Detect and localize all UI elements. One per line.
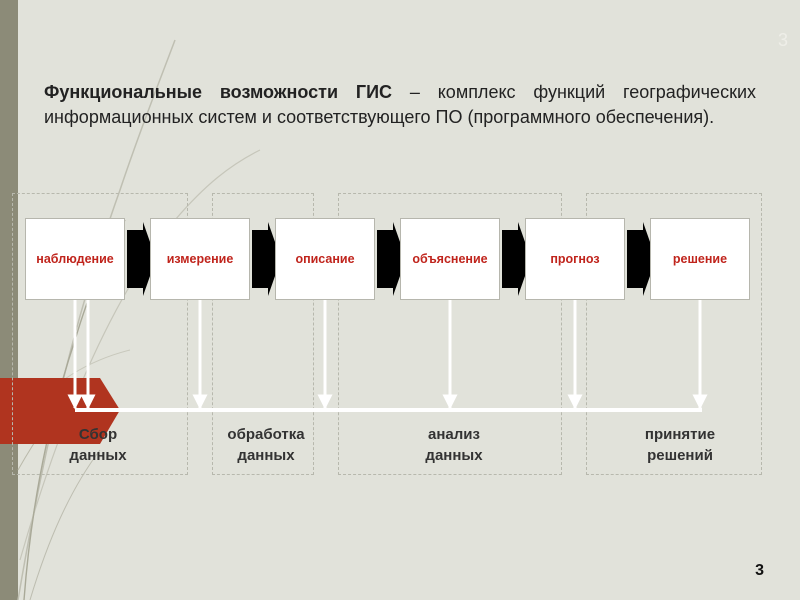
- step-box-1: наблюдение: [25, 218, 125, 300]
- group-label-collect-line1: Сбор: [78, 426, 118, 443]
- group-frame-process: [212, 193, 314, 475]
- step-box-4: объяснение: [400, 218, 500, 300]
- left-accent-bar: [0, 0, 18, 600]
- step-arrow-4: [502, 222, 531, 296]
- step-box-6: решение: [650, 218, 750, 300]
- group-label-process-line1: обработка: [227, 426, 305, 443]
- step-label-3: описание: [295, 252, 355, 266]
- step-arrow-3: [377, 222, 406, 296]
- step-arrow-5: [627, 222, 656, 296]
- step-label-5: прогноз: [550, 252, 600, 266]
- group-label-decide: принятие решений: [610, 424, 750, 466]
- step-arrow-1: [127, 222, 156, 296]
- step-arrow-2: [252, 222, 281, 296]
- group-label-analyze-line1: анализ: [428, 426, 480, 443]
- group-label-process-line2: данных: [237, 447, 295, 464]
- group-label-decide-line1: принятие: [644, 426, 716, 443]
- group-label-collect: Сбор данных: [28, 424, 168, 466]
- group-label-collect-line2: данных: [69, 447, 127, 464]
- step-box-2: измерение: [150, 218, 250, 300]
- page-number: 3: [755, 562, 764, 579]
- step-box-3: описание: [275, 218, 375, 300]
- group-label-analyze-line2: данных: [425, 447, 483, 464]
- group-label-process: обработка данных: [196, 424, 336, 466]
- step-label-6: решение: [672, 252, 728, 266]
- group-label-analyze: анализ данных: [384, 424, 524, 466]
- ghost-slide-number: 3: [777, 30, 788, 50]
- title-bold-part: Функциональные возможности ГИС: [44, 82, 393, 102]
- slide-title: Функциональные возможности ГИС – комплек…: [44, 80, 756, 130]
- title-rest-part: – комплекс функций географических информ…: [44, 82, 756, 127]
- group-frame-decide: [586, 193, 762, 475]
- step-label-2: измерение: [166, 252, 234, 266]
- step-box-5: прогноз: [525, 218, 625, 300]
- group-frame-collect: [12, 193, 188, 475]
- step-label-1: наблюдение: [36, 252, 114, 266]
- step-label-4: объяснение: [412, 252, 488, 266]
- group-frame-analyze: [338, 193, 562, 475]
- group-label-decide-line2: решений: [647, 447, 713, 464]
